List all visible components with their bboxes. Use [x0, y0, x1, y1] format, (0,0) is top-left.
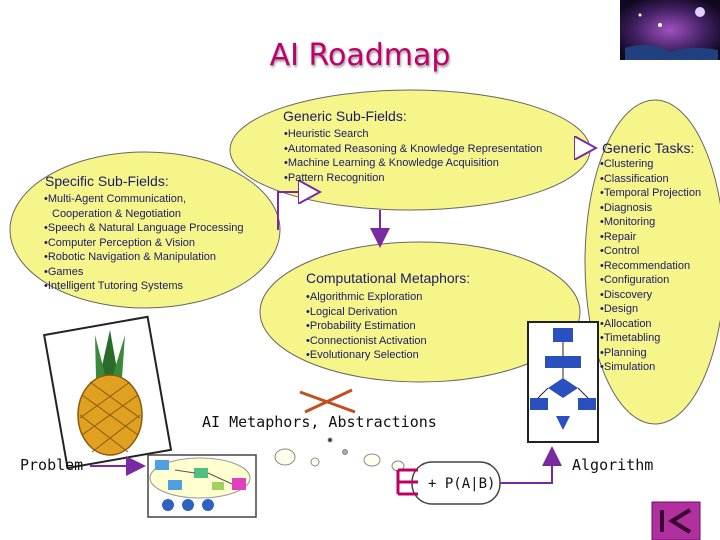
- list-item: Temporal Projection: [600, 186, 720, 201]
- list-item: Speech & Natural Language Processing: [44, 221, 284, 236]
- list-item: Cooperation & Negotiation: [52, 207, 182, 220]
- specific-subfields-list: Multi-Agent Communication, Cooperation &…: [44, 192, 284, 294]
- formula-label: + P(A|B): [428, 476, 496, 492]
- list-item: Design: [600, 302, 720, 317]
- metaphors-abstractions-label: AI Metaphors, Abstractions: [202, 413, 437, 431]
- algorithm-label: Algorithm: [572, 456, 654, 474]
- list-item: Automated Reasoning & Knowledge Represen…: [284, 142, 574, 157]
- mini-diagram-thumbnail: [147, 454, 257, 518]
- page-title: AI Roadmap: [269, 38, 451, 73]
- x-mark-icon: [299, 388, 356, 414]
- pineapple-icon: [42, 315, 173, 470]
- list-item: Discovery: [600, 288, 720, 303]
- list-item: Algorithmic Exploration: [306, 290, 526, 305]
- list-item: Machine Learning & Knowledge Acquisition: [284, 156, 584, 171]
- computational-metaphors-list: Algorithmic Exploration Logical Derivati…: [306, 290, 526, 363]
- list-item: Control: [600, 244, 720, 259]
- arrow-formula-to-algorithm: [500, 446, 562, 484]
- list-item: Allocation: [600, 317, 720, 332]
- list-item: Connectionist Activation: [306, 334, 526, 349]
- problem-label: Problem: [20, 456, 84, 474]
- list-item: Repair: [600, 230, 720, 245]
- list-item: Robotic Navigation & Manipulation: [44, 250, 284, 265]
- list-item: Classification: [600, 172, 720, 187]
- computational-metaphors-heading: Computational Metaphors:: [306, 270, 471, 286]
- generic-tasks-heading: Generic Tasks:: [602, 140, 695, 156]
- generic-subfields-heading: Generic Sub-Fields:: [283, 108, 407, 124]
- galaxy-logo-icon: [620, 0, 720, 60]
- thought-bubbles: [274, 437, 405, 472]
- list-item: Multi-Agent Communication,: [44, 192, 284, 207]
- list-item: Evolutionary Selection: [306, 348, 526, 363]
- list-item: Games: [44, 265, 284, 280]
- generic-tasks-list: Clustering Classification Temporal Proje…: [600, 157, 720, 375]
- list-item: Monitoring: [600, 215, 720, 230]
- formula-box: [396, 461, 501, 505]
- list-item: Configuration: [600, 273, 720, 288]
- list-item: Logical Derivation: [306, 305, 526, 320]
- list-item: Planning: [600, 346, 720, 361]
- specific-subfields-heading: Specific Sub-Fields:: [45, 173, 169, 189]
- generic-subfields-list: Heuristic Search Automated Reasoning & K…: [284, 127, 584, 185]
- list-item: Diagnosis: [600, 201, 720, 216]
- flowchart-icon: [527, 321, 599, 443]
- list-item: Pattern Recognition: [284, 171, 584, 186]
- list-item: Timetabling: [600, 331, 720, 346]
- list-item: Computer Perception & Vision: [44, 236, 284, 251]
- list-item: Recommendation: [600, 259, 720, 274]
- list-item: Heuristic Search: [284, 127, 584, 142]
- list-item: Probability Estimation: [306, 319, 526, 334]
- list-item: Simulation: [600, 360, 720, 375]
- list-item: Clustering: [600, 157, 720, 172]
- list-item: Intelligent Tutoring Systems: [44, 279, 284, 294]
- navigation-first-icon[interactable]: [651, 501, 701, 540]
